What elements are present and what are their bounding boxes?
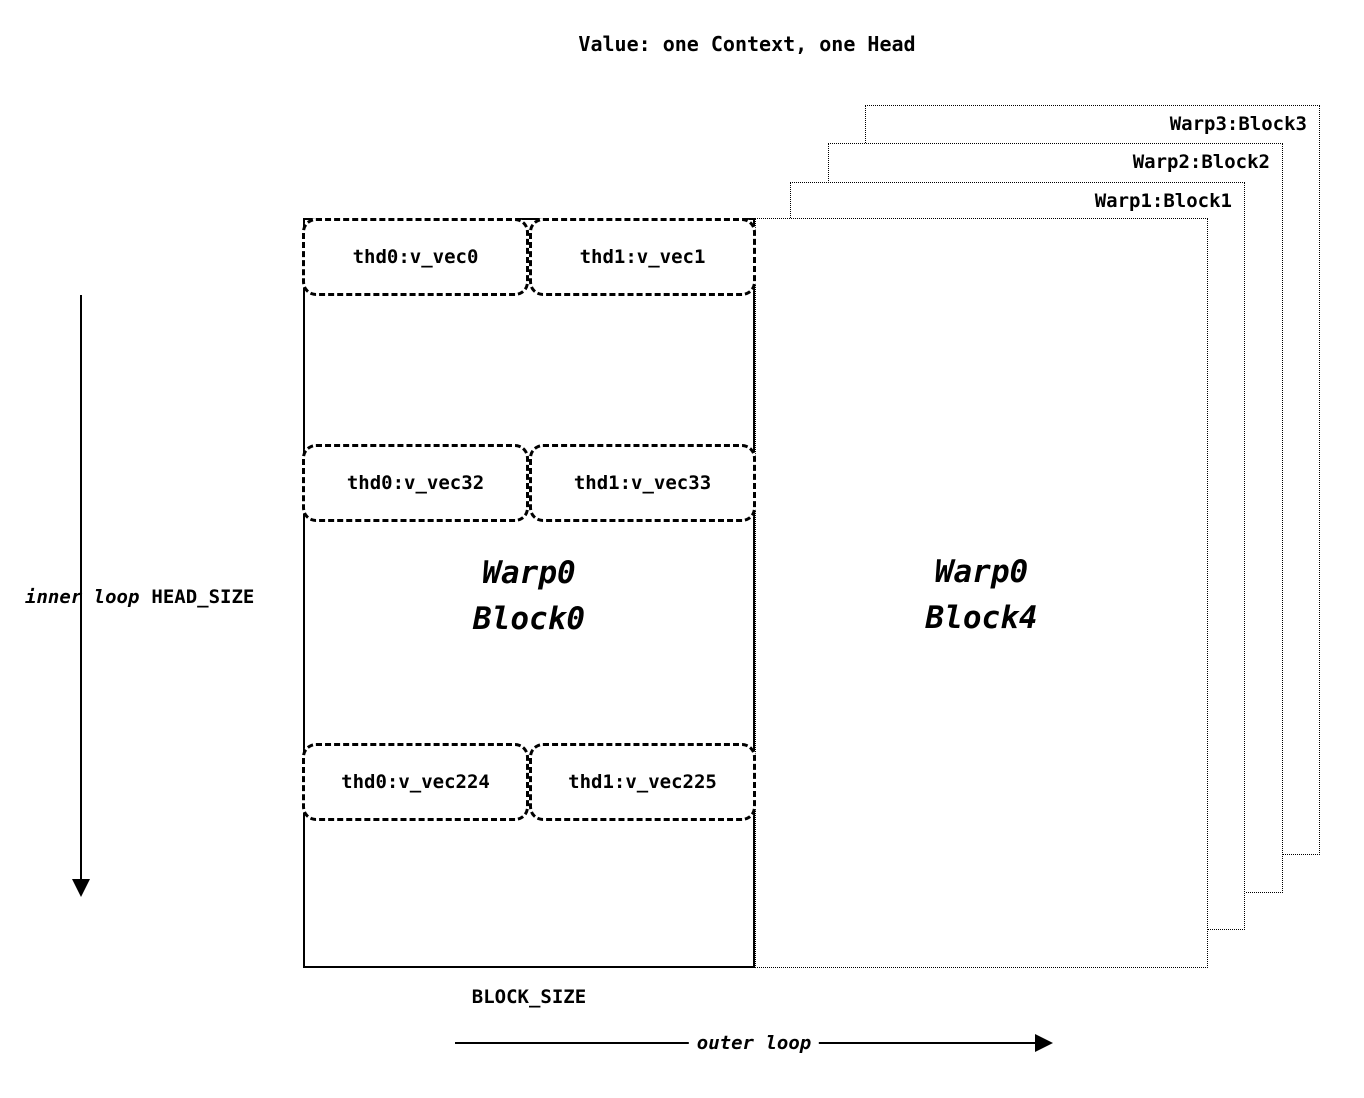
thread-box-thd0-vvec0: thd0:v_vec0: [302, 218, 529, 296]
thread-box-thd0-vvec32: thd0:v_vec32: [302, 444, 529, 522]
thread-row-0: thd0:v_vec0 thd1:v_vec1: [302, 218, 756, 296]
head-size-text: HEAD_SIZE: [151, 586, 255, 608]
inner-loop-label: inner loop HEAD_SIZE: [25, 586, 254, 608]
thread-row-1: thd0:v_vec32 thd1:v_vec33: [302, 444, 756, 522]
block4-label-line1: Warp0: [934, 554, 1029, 590]
outer-loop-arrow: outer loop: [455, 1032, 1053, 1054]
block-warp0-block0: thd0:v_vec0 thd1:v_vec1 thd0:v_vec32 thd…: [302, 218, 756, 968]
inner-loop-arrow-line: [80, 295, 82, 879]
thread-row-2: thd0:v_vec224 thd1:v_vec225: [302, 743, 756, 821]
thread-box-thd1-vvec225: thd1:v_vec225: [529, 743, 756, 821]
block-warp0-block4-label: Warp0 Block4: [756, 549, 1207, 641]
thread-box-label: thd0:v_vec224: [341, 771, 490, 793]
thread-box-label: thd0:v_vec0: [352, 246, 479, 268]
block0-label-line1: Warp0: [482, 555, 576, 591]
inner-loop-text: inner loop: [25, 586, 140, 608]
thread-box-label: thd0:v_vec32: [346, 472, 485, 494]
thread-box-label: thd1:v_vec225: [568, 771, 717, 793]
outer-loop-label: outer loop: [688, 1032, 820, 1054]
diagram-title: Value: one Context, one Head: [578, 32, 916, 56]
thread-box-label: thd1:v_vec33: [573, 472, 712, 494]
block4-label-line2: Block4: [925, 600, 1038, 636]
block-warp2-block2-label: Warp2:Block2: [1132, 151, 1270, 173]
block-size-label: BLOCK_SIZE: [471, 986, 587, 1008]
inner-loop-arrow: [72, 295, 90, 897]
thread-box-thd1-vvec33: thd1:v_vec33: [529, 444, 756, 522]
thread-box-label: thd1:v_vec1: [579, 246, 706, 268]
block-warp1-block1-label: Warp1:Block1: [1094, 190, 1232, 212]
block-warp3-block3-label: Warp3:Block3: [1169, 113, 1307, 135]
block-warp0-block0-label: Warp0 Block0: [305, 550, 753, 642]
inner-loop-arrowhead-icon: [72, 879, 90, 897]
thread-box-thd0-vvec224: thd0:v_vec224: [302, 743, 529, 821]
block0-label-line2: Block0: [473, 601, 585, 637]
thread-box-thd1-vvec1: thd1:v_vec1: [529, 218, 756, 296]
block-warp0-block4: Warp0 Block4: [755, 218, 1208, 968]
outer-loop-arrowhead-icon: [1035, 1034, 1053, 1052]
